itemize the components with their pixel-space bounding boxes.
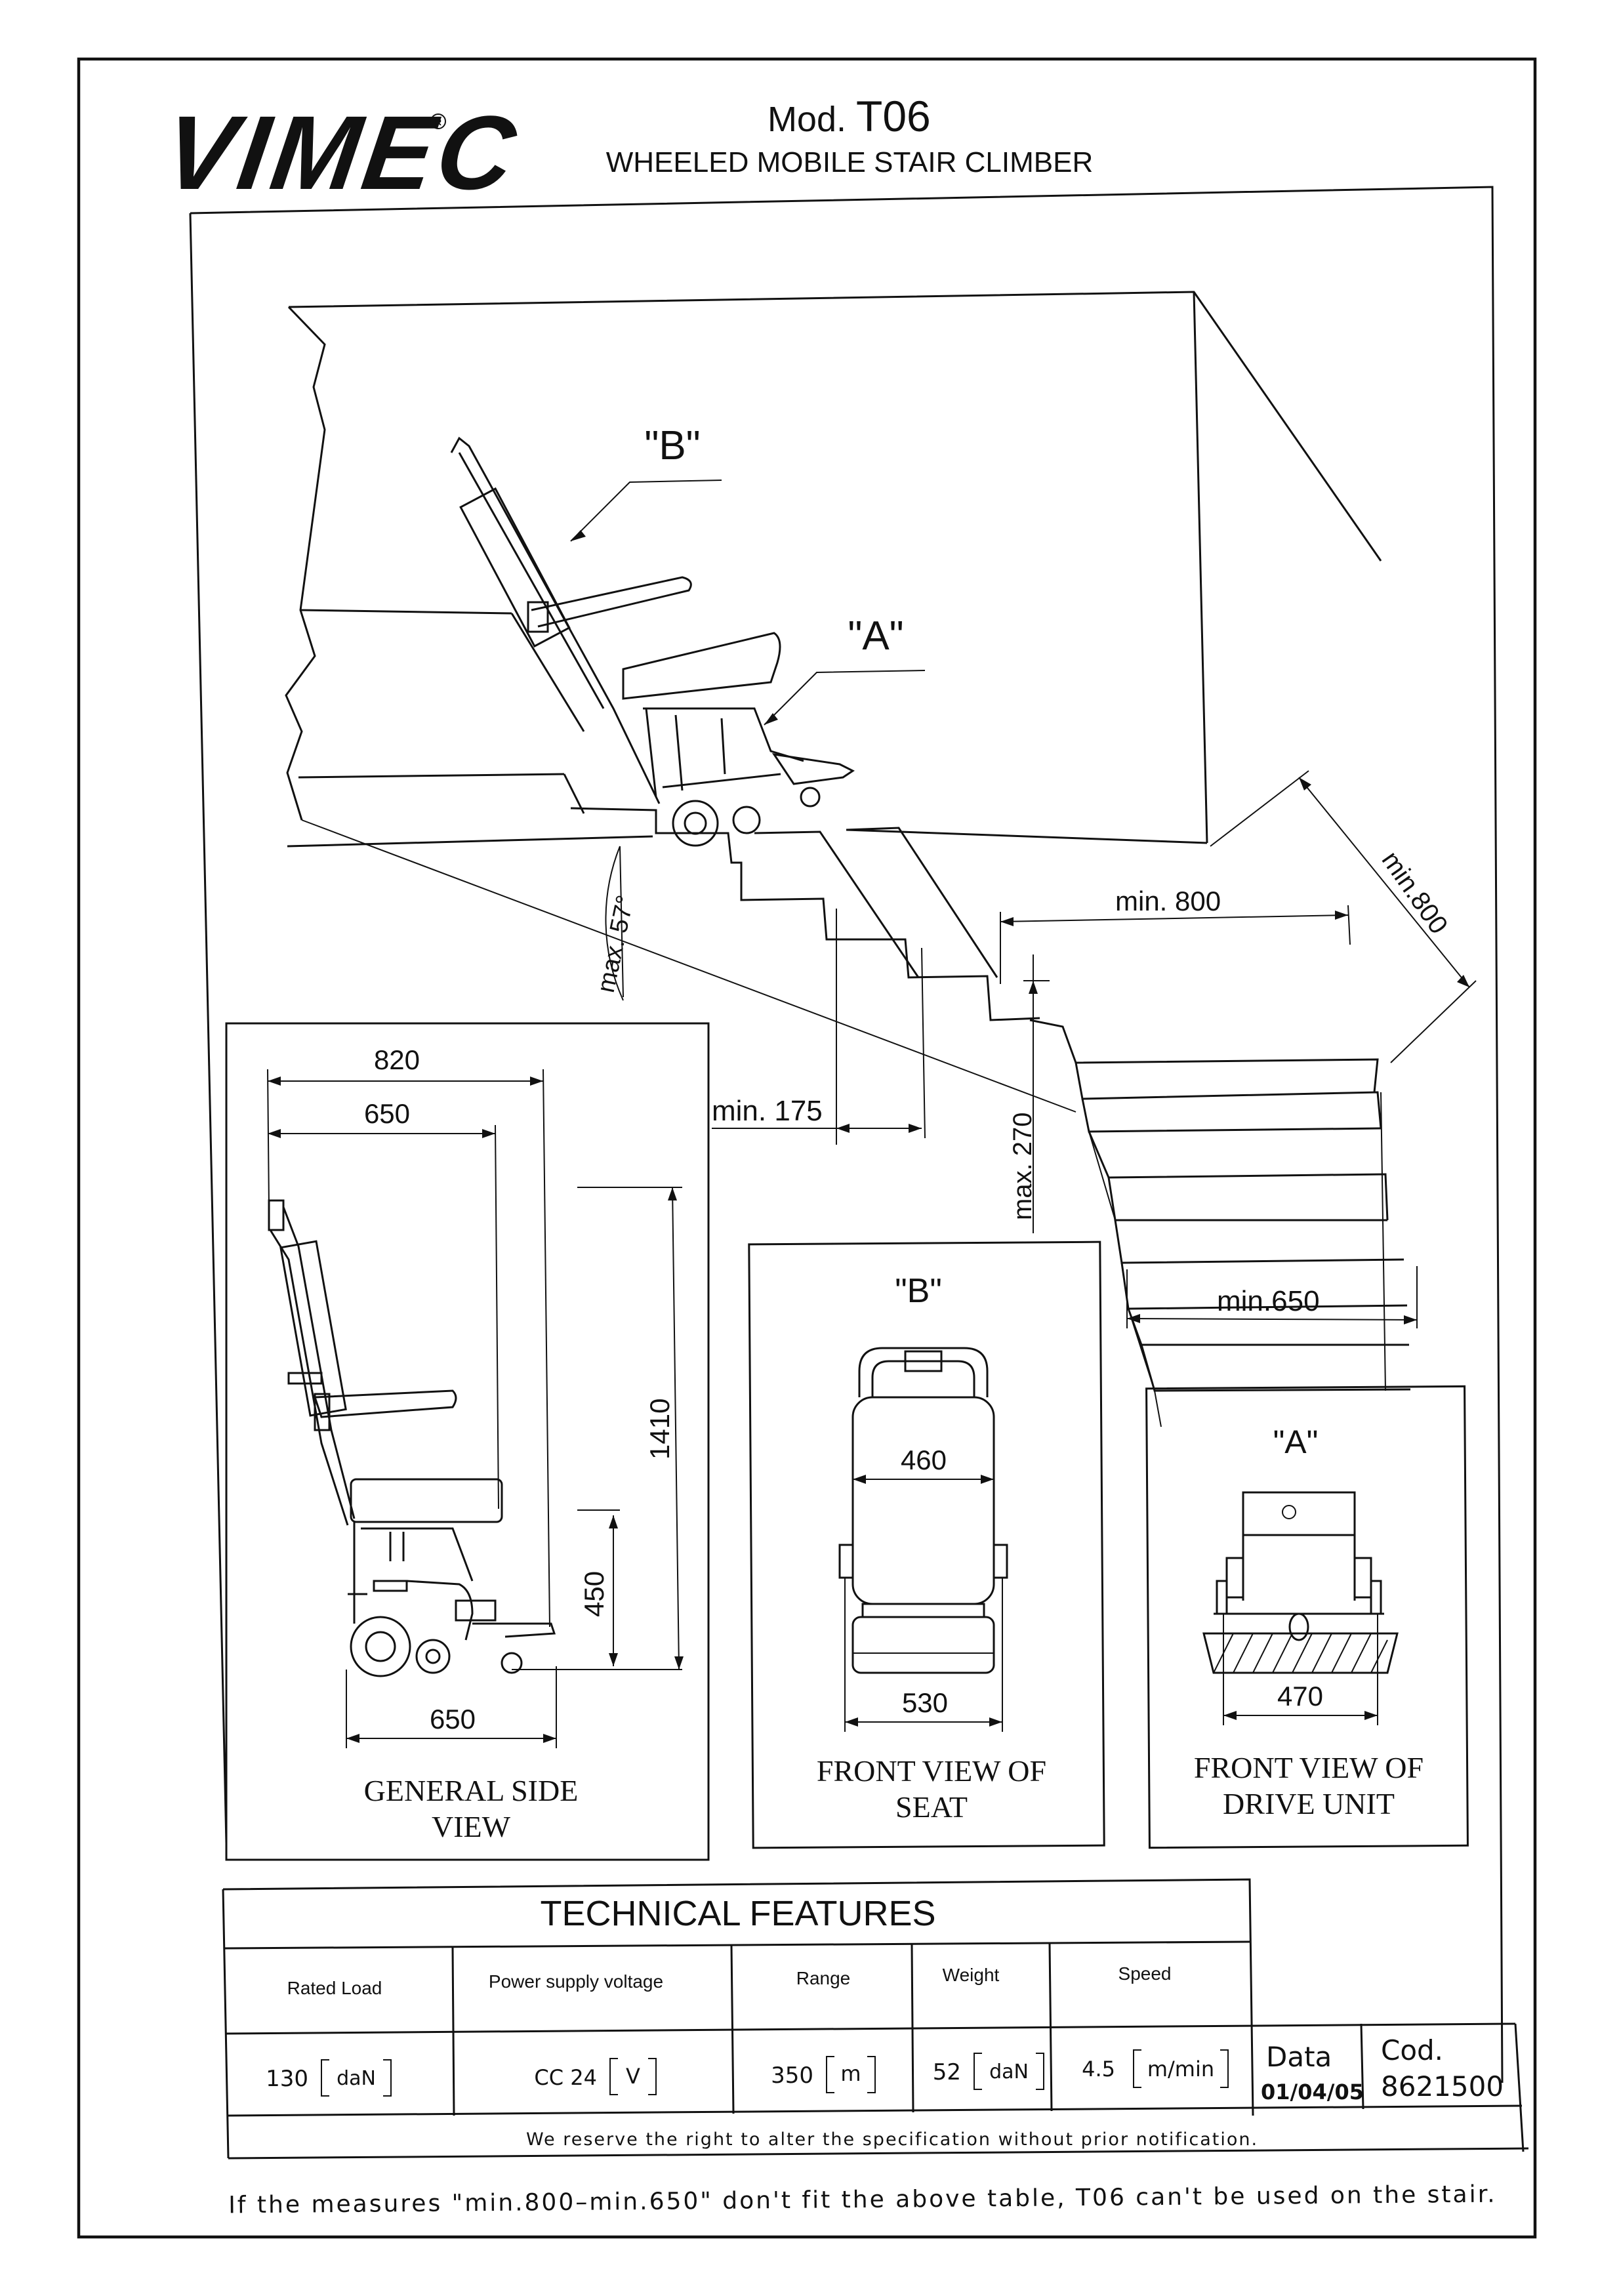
svg-text:350: 350: [771, 2062, 813, 2089]
specification-note: We reserve the right to alter the specif…: [526, 2129, 1258, 2150]
seat-view-label: "B": [895, 1272, 942, 1310]
drive-view-frame: [1145, 1385, 1469, 1849]
seat-view-frame: [748, 1240, 1105, 1849]
svg-text:4.5: 4.5: [1082, 2057, 1115, 2081]
side-view-frame: [225, 1022, 710, 1861]
svg-text:130: 130: [266, 2066, 308, 2092]
stair-label-b: "B": [644, 423, 700, 468]
dim-650-top-label: 650: [364, 1098, 410, 1129]
seat-view-caption-line2: SEAT: [895, 1790, 968, 1824]
value-rated-load: 130 daN: [266, 2059, 392, 2097]
seat-front-drawing: [838, 1347, 1008, 1674]
drive-view-caption-line1: FRONT VIEW OF: [1194, 1751, 1424, 1784]
stair-drawing: max. 57° min. 175 max. 270 min. 800 min.…: [285, 291, 1477, 1427]
inner-frame-top-right: [190, 186, 1504, 2083]
drive-unit-drawing: [1202, 1491, 1399, 1674]
svg-text:52: 52: [933, 2059, 961, 2085]
model-subtitle: WHEELED MOBILE STAIR CLIMBER: [606, 146, 1093, 178]
col-header-rated-load: Rated Load: [287, 1978, 382, 1998]
dim-820-label: 820: [374, 1044, 420, 1075]
value-weight: 52 daN: [933, 2053, 1044, 2090]
front-view-drive-panel: "A": [1145, 1385, 1469, 1849]
dim-1410-label: 1410: [644, 1399, 675, 1460]
min-800-width-label: min. 800: [1115, 886, 1221, 916]
dim-470-label: 470: [1277, 1681, 1323, 1712]
max-angle-label: max. 57°: [592, 893, 640, 995]
col-header-power-supply: Power supply voltage: [489, 1971, 663, 1992]
seat-view-caption-line1: FRONT VIEW OF: [817, 1754, 1046, 1788]
max-270-label: max. 270: [1008, 1112, 1037, 1220]
svg-text:m/min: m/min: [1147, 2057, 1214, 2081]
registered-mark-icon: [430, 113, 446, 129]
logo-text: VIMEC: [157, 94, 526, 212]
cod-label: Cod.: [1381, 2034, 1443, 2066]
stair-label-a: "A": [848, 613, 903, 659]
dim-650-bottom-label: 650: [430, 1704, 476, 1734]
min-800-depth-label: min.800: [1376, 846, 1454, 939]
data-label: Data: [1266, 2041, 1332, 2073]
dim-530-label: 530: [902, 1687, 948, 1718]
dim-450-label: 450: [579, 1571, 609, 1617]
inner-frame-left: [189, 213, 228, 1844]
svg-text:R: R: [435, 117, 441, 127]
side-view-caption-line2: VIEW: [432, 1810, 511, 1843]
svg-text:CC 24: CC 24: [534, 2065, 597, 2090]
model-number: T06: [856, 92, 931, 140]
dim-460-label: 460: [901, 1445, 947, 1475]
tech-features-title: TECHNICAL FEATURES: [540, 1894, 935, 1933]
col-header-speed: Speed: [1118, 1963, 1172, 1984]
model-prefix: Mod.: [768, 100, 846, 139]
side-view-chair: [268, 1199, 556, 1677]
general-side-view-panel: 820 650 1410 450 650: [225, 1022, 710, 1861]
drive-view-label: "A": [1273, 1424, 1319, 1460]
side-view-caption-line1: GENERAL SIDE: [364, 1774, 579, 1807]
svg-text:V: V: [626, 2064, 640, 2089]
cod-value: 8621500: [1381, 2070, 1504, 2102]
min-175-label: min. 175: [712, 1095, 823, 1127]
svg-text:daN: daN: [337, 2067, 376, 2090]
stair-climber-on-stair: [450, 436, 855, 847]
value-range: 350 m: [771, 2056, 876, 2093]
col-header-weight: Weight: [943, 1965, 1000, 1985]
data-value: 01/04/05: [1261, 2080, 1364, 2104]
value-power-supply: CC 24 V: [534, 2058, 657, 2095]
svg-text:daN: daN: [989, 2060, 1029, 2083]
svg-text:m: m: [840, 2061, 861, 2086]
col-header-range: Range: [796, 1968, 851, 1988]
front-view-seat-panel: "B" 460 530 FRONT VIEW OF SEAT: [748, 1240, 1105, 1849]
technical-features-table: TECHNICAL FEATURES Rated Load Power supp…: [222, 1878, 1529, 2160]
outer-frame: [77, 57, 1537, 2239]
drive-view-caption-line2: DRIVE UNIT: [1223, 1787, 1395, 1820]
value-speed: 4.5 m/min: [1082, 2049, 1229, 2088]
min-650-label: min.650: [1217, 1285, 1320, 1317]
vimec-logo: VIMEC R: [157, 94, 526, 212]
footer-note: If the measures "min.800–min.650" don't …: [228, 2181, 1497, 2219]
